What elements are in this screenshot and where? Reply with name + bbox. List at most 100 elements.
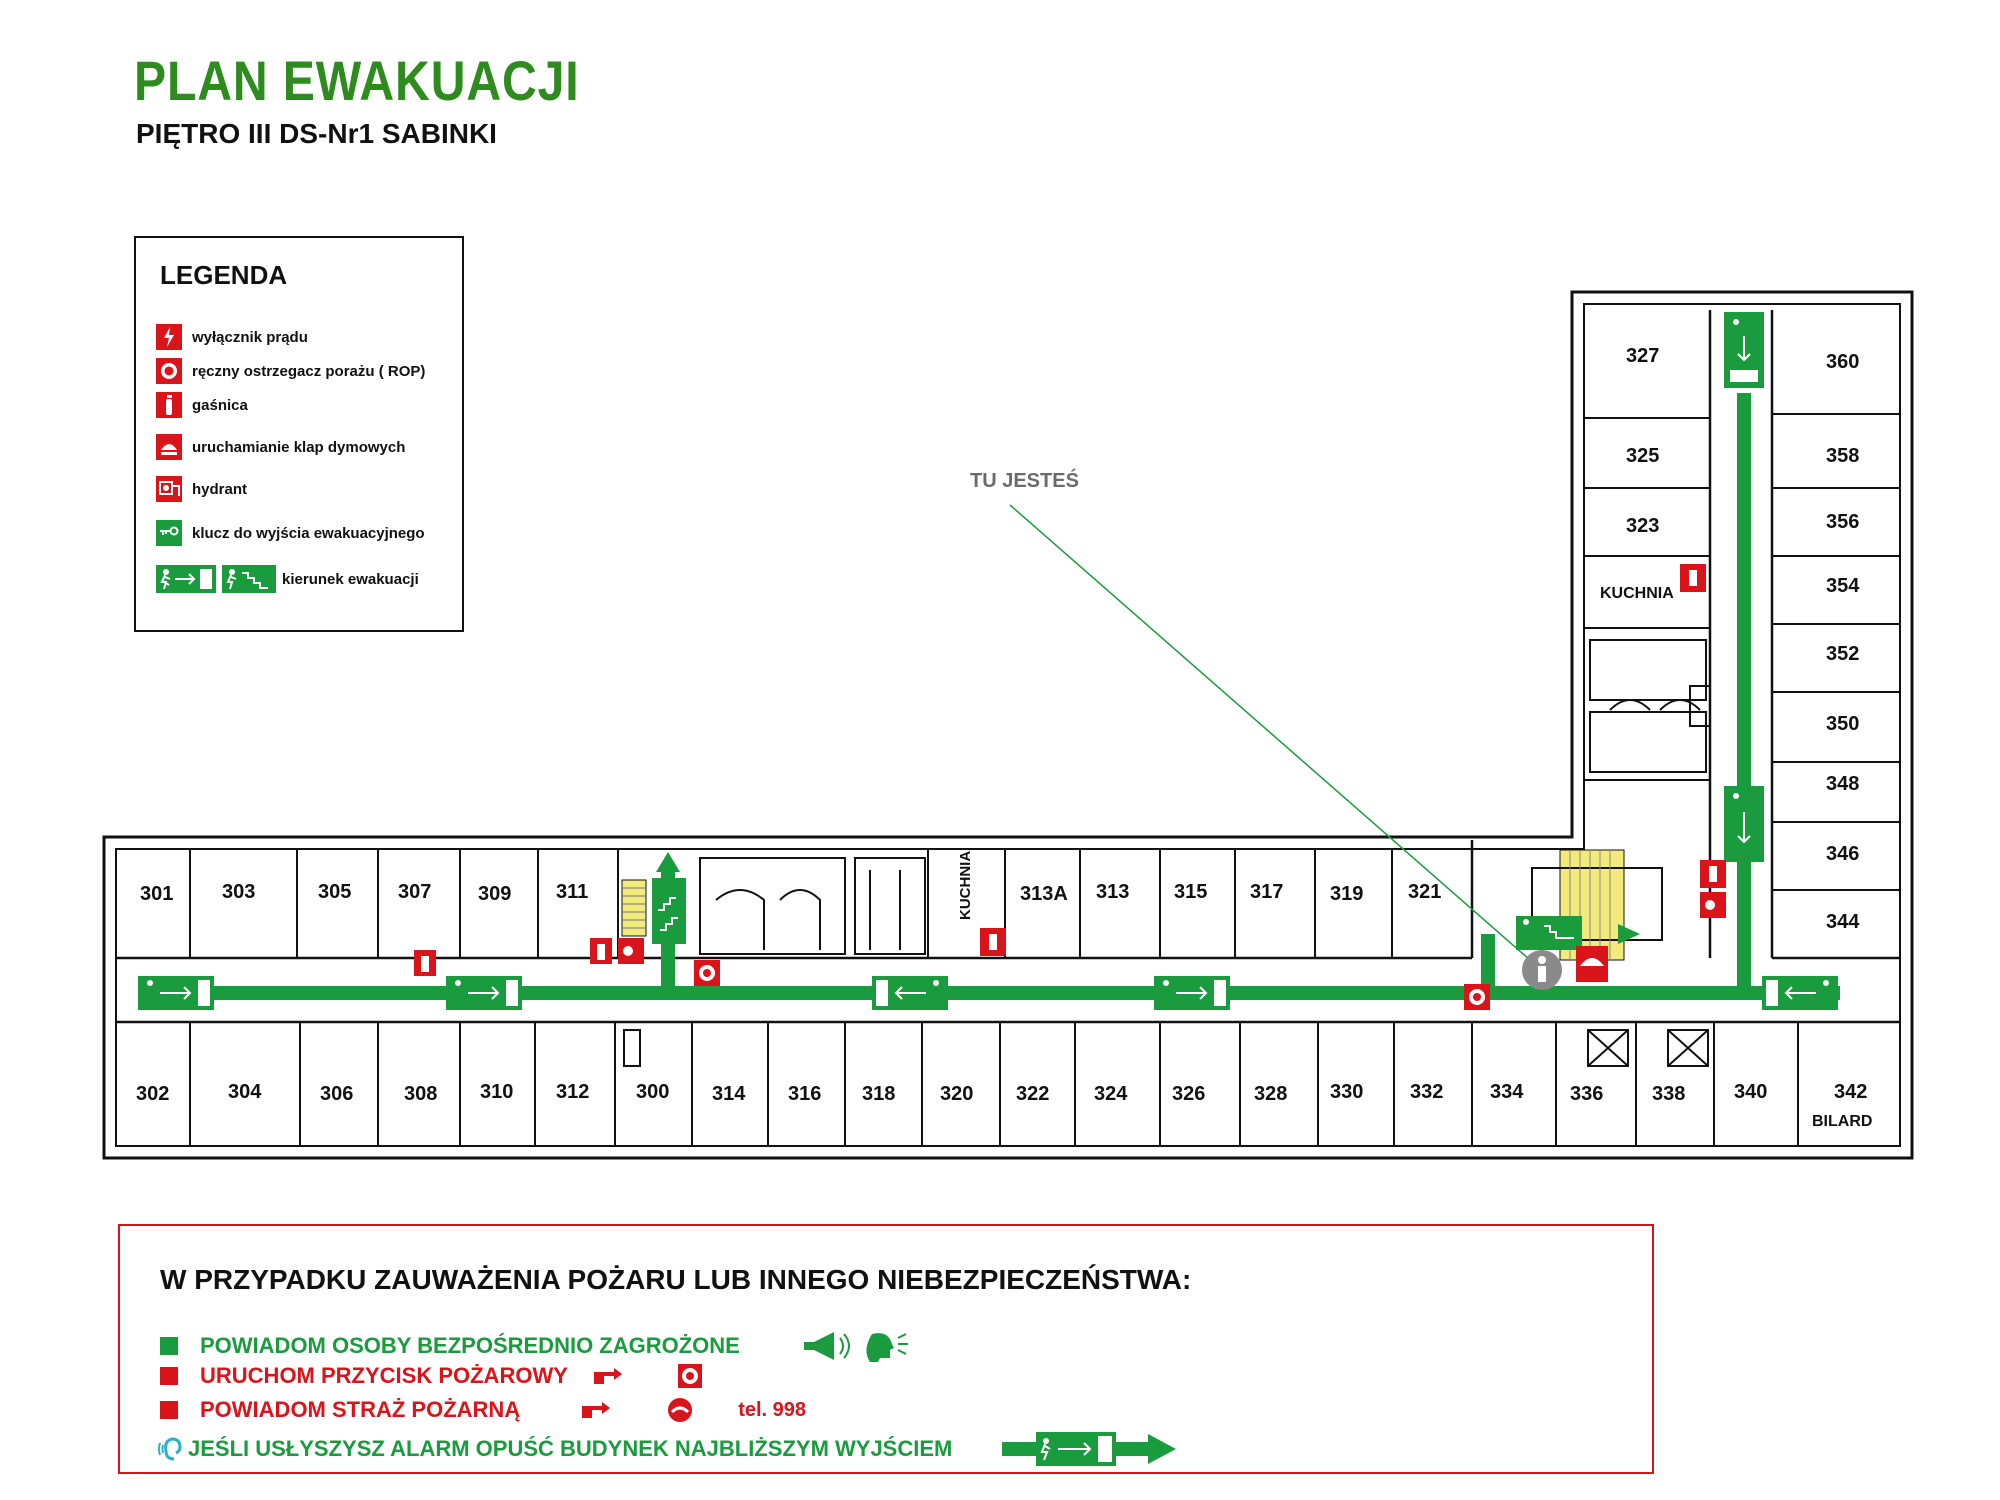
instruction-text: POWIADOM OSOBY BEZPOŚREDNIO ZAGROŻONE: [200, 1333, 740, 1358]
room-label: 350: [1826, 713, 1859, 735]
page-subtitle: PIĘTRO III DS-Nr1 SABINKI: [136, 118, 497, 149]
fire-alarm-button-icon: [1464, 984, 1490, 1010]
legend-box: LEGENDA wyłącznik prądu ręczny ostrzegac…: [134, 236, 464, 632]
exit-sign-center-east: [1154, 976, 1230, 1010]
room-label: 304: [228, 1081, 262, 1103]
instructions-box: W PRZYPADKU ZAUWAŻENIA POŻARU LUB INNEGO…: [118, 1224, 1654, 1474]
room-label: 323: [1626, 515, 1659, 537]
legend-item-fire-alarm: ręczny ostrzegacz porażu ( ROP): [156, 356, 425, 386]
phone-icon: [582, 1398, 693, 1422]
room-label: 315: [1174, 881, 1207, 903]
route-arrow-right: [1618, 924, 1640, 944]
room-label: 356: [1826, 511, 1859, 533]
instruction-line: URUCHOM PRZYCISK POŻAROWY: [160, 1362, 702, 1390]
legend-label: ręczny ostrzegacz porażu ( ROP): [192, 362, 426, 380]
north-room-partitions: [189, 849, 1393, 958]
fire-extinguisher-icon: [1680, 564, 1706, 592]
exit-sign-wing-north: [1724, 312, 1764, 388]
room-label: 336: [1570, 1083, 1603, 1105]
legend-label: hydrant: [192, 480, 248, 498]
room-label: 354: [1826, 575, 1860, 597]
room-label: 310: [480, 1081, 513, 1103]
exit-signs: [138, 312, 1838, 1010]
room-label: 317: [1250, 881, 1283, 903]
room-label: 307: [398, 881, 431, 903]
instruction-line: JEŚLI USŁYSZYSZ ALARM OPUŚĆ BUDYNEK NAJB…: [156, 1432, 1182, 1466]
room-label: 320: [940, 1083, 973, 1105]
room-label: 321: [1408, 881, 1441, 903]
legend-label: klucz do wyjścia ewakuacyjnego: [192, 524, 425, 542]
you-are-here-marker: [1522, 950, 1562, 990]
room-label: 346: [1826, 843, 1859, 865]
south-room-partitions: [189, 1022, 1799, 1146]
building-outline: [102, 290, 1914, 1160]
room-label: 338: [1652, 1083, 1685, 1105]
elevator-shafts: [623, 1029, 1709, 1067]
room-label: KUCHNIA: [1600, 585, 1674, 602]
fire-extinguisher-icon: [156, 392, 182, 418]
room-label: 334: [1490, 1081, 1524, 1103]
room-label: BILARD: [1812, 1113, 1872, 1130]
smoke-vent-icon: [1576, 946, 1608, 982]
exit-key-icon: [156, 520, 182, 546]
room-label: 318: [862, 1083, 895, 1105]
instruction-text: URUCHOM PRZYCISK POŻAROWY: [200, 1363, 568, 1388]
fire-extinguisher-icon: [1700, 860, 1726, 888]
room-label: 358: [1826, 445, 1859, 467]
ear-icon: [158, 1437, 182, 1461]
room-label: 319: [1330, 883, 1363, 905]
legend-label: kierunek ewakuacji: [282, 570, 419, 588]
fire-extinguisher-icon: [590, 938, 612, 964]
smoke-vent-icon: [156, 434, 182, 460]
bullet-square: [160, 1337, 178, 1355]
exit-arrow-icon: [1002, 1432, 1177, 1466]
room-label: 314: [712, 1083, 746, 1105]
hydrant-icon: [156, 476, 182, 502]
room-label: 311: [556, 881, 588, 903]
room-label: 306: [320, 1083, 353, 1105]
wing-room-partitions: [1584, 413, 1900, 891]
page-title: PLAN EWAKUACJI: [134, 49, 580, 112]
exit-sign-wing-south: [1724, 786, 1764, 862]
staircase-west: [621, 879, 647, 937]
legend-label: wyłącznik prądu: [192, 328, 308, 346]
bathroom-fixtures: [699, 639, 1711, 955]
legend-label: uruchamianie klap dymowych: [192, 438, 406, 456]
room-label: 328: [1254, 1083, 1287, 1105]
room-label: 308: [404, 1083, 437, 1105]
room-label: 330: [1330, 1081, 1363, 1103]
fire-alarm-button-icon: [694, 960, 720, 986]
exit-sign-stairs-east: [1516, 916, 1582, 950]
phone-number: tel. 998: [738, 1398, 807, 1421]
room-label: 342: [1834, 1081, 1867, 1103]
legend-item-extinguisher: gaśnica: [156, 390, 248, 420]
bullet-square: [160, 1367, 178, 1385]
room-label: 302: [136, 1083, 169, 1105]
legend-title: LEGENDA: [160, 260, 288, 290]
room-label: 326: [1172, 1083, 1205, 1105]
legend-item-smoke-vent: uruchamianie klap dymowych: [156, 432, 405, 462]
room-label: 301: [140, 883, 173, 905]
room-label: 327: [1626, 345, 1659, 367]
you-are-here-pointer: [1009, 504, 1531, 961]
you-are-here-label: TU JESTEŚ: [970, 470, 1079, 492]
evacuation-direction-icon: [156, 565, 276, 593]
fire-alarm-button-icon: [156, 358, 182, 384]
pointing-hand-icon: [593, 1364, 702, 1388]
power-switch-icon: [156, 324, 182, 350]
room-label: 340: [1734, 1081, 1767, 1103]
room-label: 313: [1096, 881, 1129, 903]
instruction-line: POWIADOM OSOBY BEZPOŚREDNIO ZAGROŻONE: [160, 1328, 910, 1364]
instruction-text: JEŚLI USŁYSZYSZ ALARM OPUŚĆ BUDYNEK NAJB…: [188, 1436, 953, 1461]
room-label: 316: [788, 1083, 821, 1105]
instructions-heading: W PRZYPADKU ZAUWAŻENIA POŻARU LUB INNEGO…: [160, 1264, 1192, 1295]
room-label: 360: [1826, 351, 1859, 373]
route-arrow-up: [656, 852, 680, 872]
room-label: 352: [1826, 643, 1859, 665]
room-label: 313A: [1020, 883, 1068, 905]
exit-sign-stairs-west: [652, 878, 686, 944]
hydrant-icon: [618, 938, 644, 964]
exit-sign-east: [1762, 976, 1838, 1010]
room-label: 332: [1410, 1081, 1443, 1103]
exit-sign-center-west: [446, 976, 522, 1010]
